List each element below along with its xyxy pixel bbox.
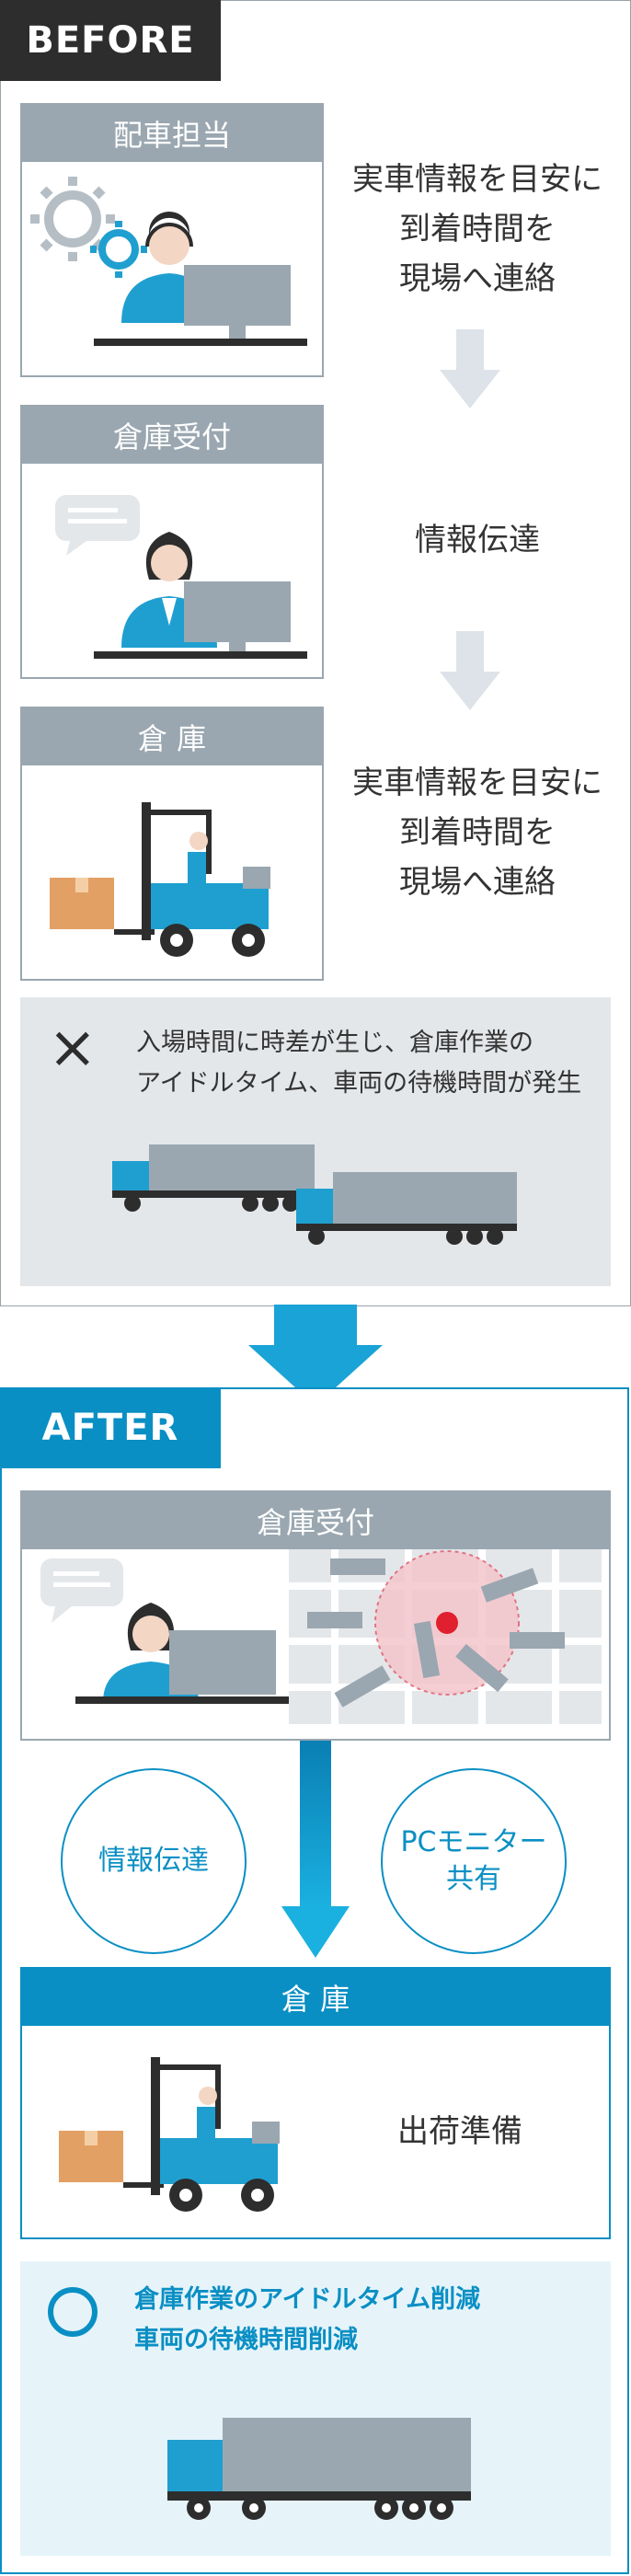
monitor xyxy=(169,1630,276,1695)
after-down-arrow xyxy=(281,1741,350,1958)
desk xyxy=(94,651,307,659)
speech-bubble-icon xyxy=(40,1558,123,1623)
after-reception-title: 倉庫受付 xyxy=(22,1492,609,1549)
reception-illustration xyxy=(55,495,307,659)
dispatcher-card: 配車担当 xyxy=(20,103,324,377)
after-warehouse-title: 倉 庫 xyxy=(22,1969,609,2026)
truck-icon xyxy=(296,1172,517,1245)
after-result-line: 倉庫作業のアイドルタイム削減 xyxy=(134,2285,481,2314)
truck-icon xyxy=(112,1144,315,1212)
after-tag: AFTER xyxy=(0,1387,221,1468)
pc-monitor-label: PCモニター xyxy=(400,1826,547,1858)
waiting-trucks-illustration xyxy=(112,1144,517,1245)
before-result-line: アイドルタイム、車両の待機時間が発生 xyxy=(136,1069,582,1098)
before-tag: BEFORE xyxy=(0,0,221,81)
after-result-line: 車両の待機時間削減 xyxy=(134,2326,358,2354)
dispatcher-text-line: 現場へ連絡 xyxy=(399,260,556,297)
warehouse-card: 倉 庫 xyxy=(20,707,324,981)
monitor xyxy=(184,581,291,642)
pc-monitor-label: 共有 xyxy=(446,1863,501,1895)
before-result-box: × 入場時間に時差が生じ、倉庫作業の アイドルタイム、車両の待機時間が発生 xyxy=(20,997,611,1286)
monitor xyxy=(184,265,291,326)
reception-title: 倉庫受付 xyxy=(22,407,322,464)
reception-card: 倉庫受付 xyxy=(20,405,324,679)
map-icon xyxy=(289,1549,602,1724)
before-result-line: 入場時間に時差が生じ、倉庫作業の xyxy=(136,1029,533,1057)
after-reception-card: 倉庫受付 xyxy=(20,1490,611,1741)
reception-text: 情報伝達 xyxy=(324,515,631,565)
location-pin xyxy=(436,1612,458,1634)
dispatcher-text-line: 実車情報を目安に xyxy=(352,161,602,198)
warehouse-text-line: 実車情報を目安に xyxy=(352,765,602,801)
down-arrow-1 xyxy=(440,329,500,408)
down-arrow-2 xyxy=(440,631,500,710)
after-reception-illustration xyxy=(40,1549,602,1724)
after-warehouse-card: 倉 庫 出荷準備 xyxy=(20,1967,611,2239)
warehouse-title: 倉 庫 xyxy=(22,708,322,765)
speech-bubble-icon xyxy=(55,495,140,556)
receptionist-person xyxy=(103,1603,199,1702)
pc-monitor-badge: PCモニター 共有 xyxy=(381,1768,567,1954)
warehouse-text: 実車情報を目安に 到着時間を 現場へ連絡 xyxy=(324,758,631,907)
circle-icon xyxy=(48,2287,98,2337)
dispatcher-text: 実車情報を目安に 到着時間を 現場へ連絡 xyxy=(324,155,631,304)
desk xyxy=(75,1696,289,1704)
truck-illustration xyxy=(167,2418,471,2520)
reception-text-line: 情報伝達 xyxy=(415,522,540,558)
info-sharing-badge: 情報伝達 xyxy=(61,1768,247,1954)
cross-icon: × xyxy=(48,1014,98,1082)
after-result-text: 倉庫作業のアイドルタイム削減 車両の待機時間削減 xyxy=(134,2280,594,2361)
before-result-text: 入場時間に時差が生じ、倉庫作業の アイドルタイム、車両の待機時間が発生 xyxy=(136,1023,605,1104)
info-sharing-label: 情報伝達 xyxy=(98,1845,209,1877)
desk xyxy=(94,339,307,346)
forklift-body xyxy=(151,883,269,929)
warehouse-text-line: 到着時間を xyxy=(399,814,556,851)
after-result-box: 倉庫作業のアイドルタイム削減 車両の待機時間削減 xyxy=(20,2261,611,2556)
warehouse-text-line: 現場へ連絡 xyxy=(399,864,556,901)
dispatcher-title: 配車担当 xyxy=(22,105,322,162)
after-forklift-illustration xyxy=(59,2057,280,2212)
after-warehouse-text: 出荷準備 xyxy=(397,2113,522,2150)
forklift-illustration xyxy=(50,802,270,957)
dispatcher-text-line: 到着時間を xyxy=(399,211,556,247)
transition-arrow xyxy=(248,1305,383,1406)
dispatcher-illustration xyxy=(30,177,307,346)
truck-icon xyxy=(167,2418,471,2520)
